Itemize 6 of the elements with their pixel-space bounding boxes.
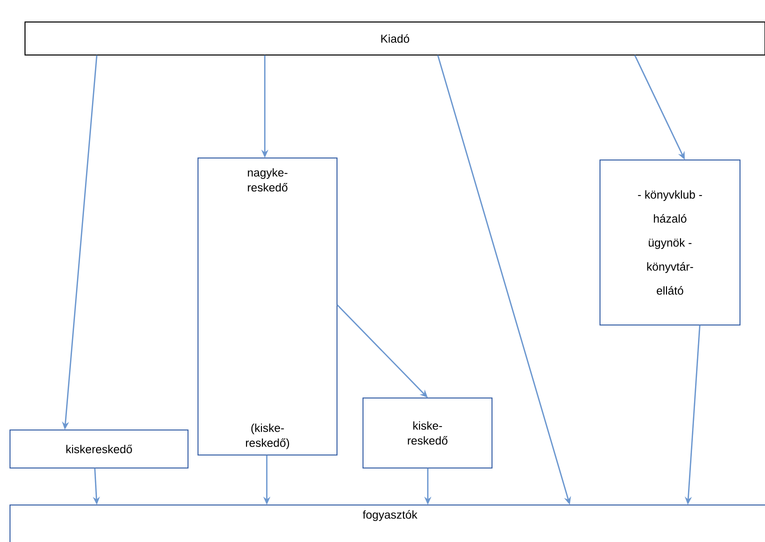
publisher-box: Kiadó <box>24 22 765 56</box>
channel-box: kiskereskedő <box>10 430 188 468</box>
consumer-box: fogyasztók <box>10 504 765 542</box>
channel-box: nagyke- reskedő (kiske- reskedő) <box>198 158 338 456</box>
channel-box: - könyvklub - házaló ügynök - könyvtár- ellátó <box>600 160 740 326</box>
channel-box: kiske- reskedő <box>362 398 492 468</box>
